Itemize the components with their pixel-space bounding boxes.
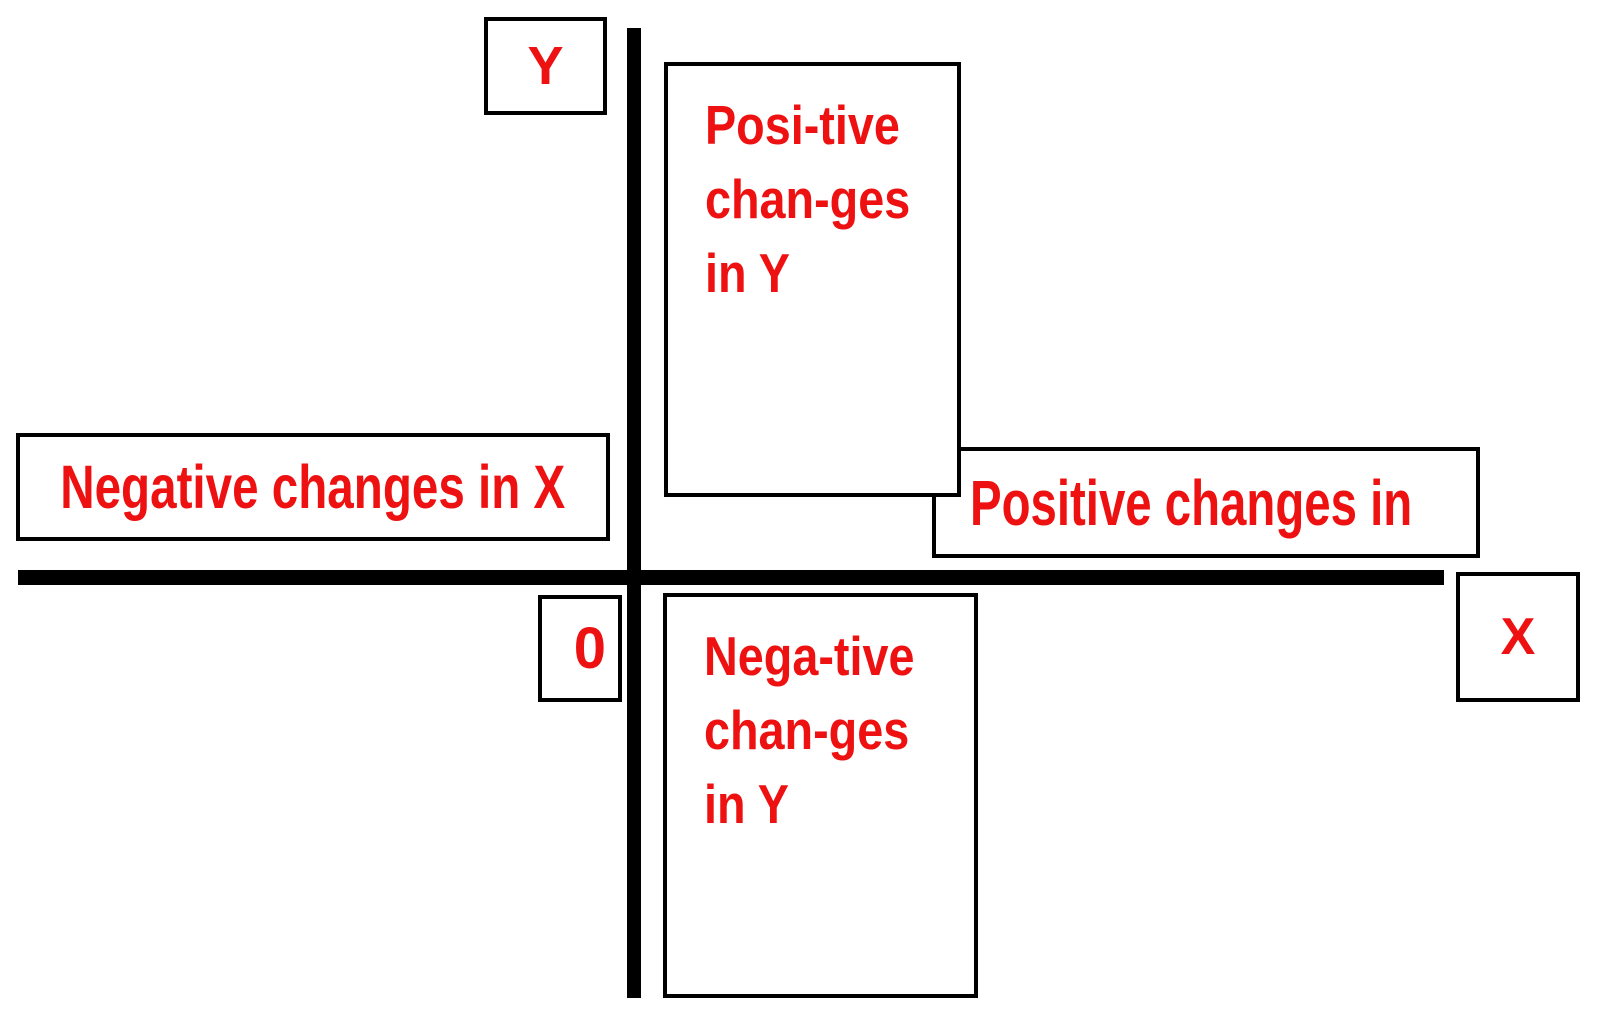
origin-label-box: 0: [538, 595, 622, 702]
negative-x-annotation-label: Negative changes in X: [60, 453, 566, 521]
x-axis-label: X: [1500, 608, 1536, 666]
negative-x-annotation-box: Negative changes in X: [16, 433, 610, 541]
y-axis-label-box: Y: [484, 17, 607, 115]
negative-y-line-2: chan-ges: [704, 699, 910, 761]
positive-y-line-1: Posi-tive: [705, 94, 900, 156]
positive-y-annotation-box: Posi-tive chan-ges in Y: [664, 62, 961, 497]
positive-y-line-3: in Y: [705, 242, 790, 304]
x-axis-line: [18, 570, 1444, 585]
origin-label: 0: [573, 616, 606, 681]
positive-y-line-2: chan-ges: [705, 168, 911, 230]
y-axis-label: Y: [527, 36, 564, 96]
negative-y-line-3: in Y: [704, 773, 789, 835]
y-axis-line: [627, 28, 641, 998]
positive-x-annotation-box: Positive changes in: [932, 447, 1480, 558]
x-axis-label-box: X: [1456, 572, 1580, 702]
negative-y-line-1: Nega-tive: [704, 625, 915, 687]
negative-y-annotation-box: Nega-tive chan-ges in Y: [663, 593, 978, 998]
positive-x-annotation-label: Positive changes in: [970, 466, 1413, 539]
